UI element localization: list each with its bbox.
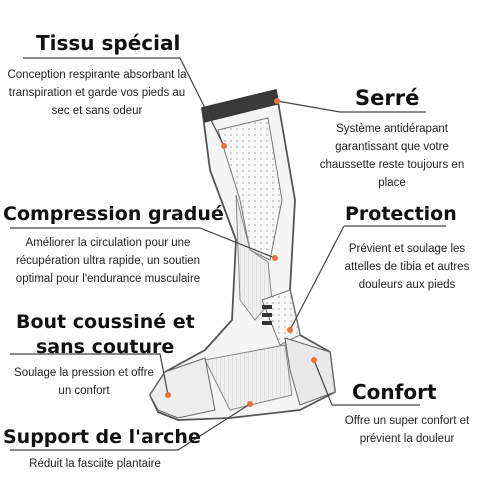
sock (149, 89, 336, 421)
label-confort-title: Confort (352, 380, 437, 404)
dot-serre (274, 98, 280, 104)
dot-compression (272, 255, 278, 261)
label-bout-desc: Soulage la pression et offre un confort (14, 367, 154, 397)
dot-bout (165, 392, 171, 398)
dot-tissu (221, 143, 227, 149)
accent-dots (165, 98, 317, 407)
label-serre-desc: Système antidérapant garantissant que vo… (319, 123, 465, 189)
label-compression-desc: Améliorer la circulation pour une récupé… (15, 237, 201, 285)
label-arche-title: Support de l'arche (3, 426, 201, 448)
dot-protection (287, 327, 293, 333)
label-bout-title-2: sans couture (36, 336, 175, 358)
label-bout-title-1: Bout coussiné et (16, 311, 195, 333)
leader-lines (10, 57, 446, 451)
dot-confort (311, 357, 317, 363)
label-confort-desc: Offre un super confort et prévient la do… (344, 415, 470, 445)
label-protection-title: Protection (345, 203, 457, 225)
label-tissu-title: Tissu spécial (36, 31, 181, 55)
label-tissu-desc: Conception respirante absorbant la trans… (7, 69, 187, 117)
label-arche-desc: Réduit la fasciite plantaire (29, 458, 161, 470)
label-protection-desc: Prévient et soulage les attelles de tibi… (344, 243, 470, 291)
label-serre-title: Serré (355, 86, 420, 110)
label-compression-title: Compression gradué (3, 203, 224, 225)
dot-arche (247, 401, 253, 407)
